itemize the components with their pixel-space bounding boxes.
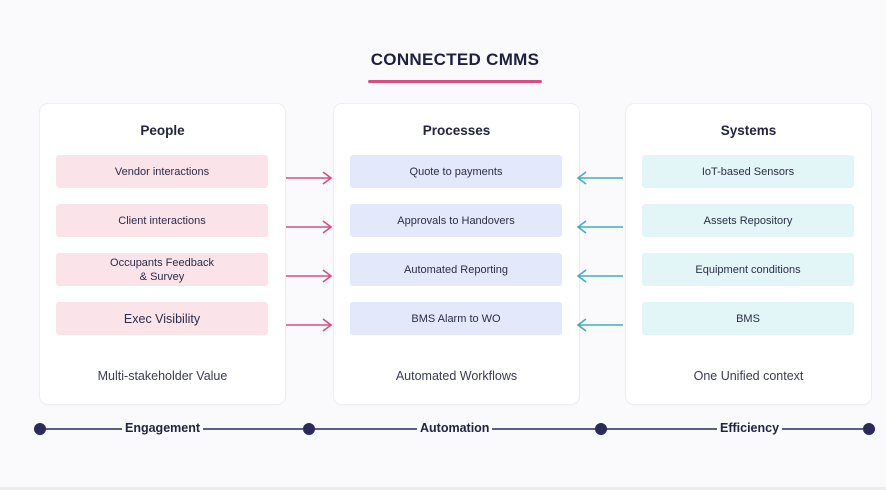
systems-card-footer: One Unified context (693, 369, 804, 383)
arrow-left-icon (576, 220, 623, 234)
systems-item: Equipment conditions (642, 253, 854, 286)
process-item: Approvals to Handovers (350, 204, 562, 237)
process-item: Automated Reporting (350, 253, 562, 286)
arrow-right-icon (286, 318, 333, 332)
timeline-label-engagement: Engagement (122, 421, 204, 435)
systems-card: Systems IoT-based Sensors Assets Reposit… (626, 104, 871, 404)
people-card: People Vendor interactions Client intera… (40, 104, 285, 404)
arrow-left-icon (576, 171, 623, 185)
title-underline (368, 80, 542, 83)
people-item: Exec Visibility (56, 302, 268, 335)
processes-card-footer: Automated Workflows (395, 369, 518, 383)
people-card-footer: Multi-stakeholder Value (97, 369, 228, 383)
people-item: Client interactions (56, 204, 268, 237)
systems-item: BMS (642, 302, 854, 335)
people-item: Occupants Feedback & Survey (56, 253, 268, 286)
arrow-right-icon (286, 220, 333, 234)
systems-card-title: Systems (720, 123, 777, 138)
systems-item: IoT-based Sensors (642, 155, 854, 188)
arrow-right-icon (286, 171, 333, 185)
processes-card-title: Processes (422, 123, 491, 138)
timeline-label-automation: Automation (417, 421, 493, 435)
arrow-right-icon (286, 269, 333, 283)
systems-item: Assets Repository (642, 204, 854, 237)
timeline-node (34, 423, 46, 435)
process-item: Quote to payments (350, 155, 562, 188)
diagram-title: CONNECTED CMMS (370, 50, 540, 69)
people-card-title: People (140, 123, 185, 138)
processes-card: Processes Quote to payments Approvals to… (334, 104, 579, 404)
timeline-node (863, 423, 875, 435)
timeline-label-efficiency: Efficiency (717, 421, 783, 435)
process-item: BMS Alarm to WO (350, 302, 562, 335)
people-item: Vendor interactions (56, 155, 268, 188)
timeline-node (595, 423, 607, 435)
arrow-left-icon (576, 318, 623, 332)
bottom-divider (0, 487, 886, 490)
arrow-left-icon (576, 269, 623, 283)
timeline-node (303, 423, 315, 435)
